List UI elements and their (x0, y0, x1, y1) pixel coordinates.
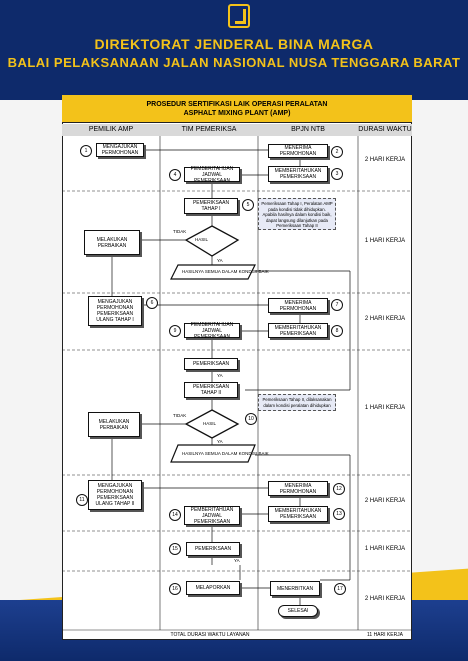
step-number: 12 (333, 483, 345, 495)
step-number: 2 (331, 146, 343, 158)
step-mengajukan-permohonan: MENGAJUKAN PERMOHONAN (96, 143, 144, 157)
step-ulang-tahap-2: MENGAJUKAN PERMOHONAN PEMERIKSAAN ULANG … (88, 480, 142, 510)
step-number: 9 (169, 325, 181, 337)
step-pemeriksaan-3: PEMERIKSAAN (186, 542, 240, 556)
step-number: 16 (169, 583, 181, 595)
step-ulang-tahap-1: MENGAJUKAN PERMOHONAN PEMERIKSAAN ULANG … (88, 296, 142, 326)
step-menerima-permohonan-2: MENERIMA PERMOHONAN (268, 298, 328, 313)
label-ya: YA (234, 558, 240, 563)
duration: 2 HARI KERJA (364, 596, 406, 602)
label-tidak: TIDAK (173, 229, 187, 234)
label-ya: YA (217, 439, 223, 444)
panel-title-line1: PROSEDUR SERTIFIKASI LAIK OPERASI PERALA… (146, 101, 328, 108)
step-menerbitkan: MENERBITKAN (270, 581, 320, 596)
duration: 1 HARI KERJA (364, 238, 406, 244)
result-baik: HASILNYA SEMUA DALAM KONDISI BAIK (182, 269, 269, 274)
step-melakukan-perbaikan-2: MELAKUKAN PERBAIKAN (88, 412, 140, 437)
step-number: 10 (245, 413, 257, 425)
pupr-logo-icon (228, 4, 250, 28)
step-number: 15 (169, 543, 181, 555)
result-baik-2: HASILNYA SEMUA DALAM KONDISI BAIK (182, 451, 269, 456)
note-tahap-1: Pemeriksaan Tahap I, Peralatan AMP pada … (258, 198, 336, 230)
decision-label: HASIL (203, 421, 217, 426)
step-number: 1 (80, 145, 92, 157)
decision-label: HASIL (195, 237, 209, 242)
step-memberitahukan-pemeriksaan-3: MEMBERITAHUKAN PEMERIKSAAN (268, 506, 328, 522)
col-durasi: DURASI WAKTU (358, 124, 412, 136)
step-number: 13 (333, 508, 345, 520)
step-number: 17 (334, 583, 346, 595)
step-melaporkan: MELAPORKAN (186, 581, 240, 595)
duration: 1 HARI KERJA (364, 405, 406, 411)
step-pemeriksaan-tahap-2: PEMERIKSAAN TAHAP II (184, 382, 238, 398)
step-selesai: SELESAI (278, 605, 318, 617)
note-tahap-2: Pemeriksaan Tahap II, dilaksanakan dalam… (258, 394, 336, 411)
step-pemberitahuan-jadwal: PEMBERITAHUAN JADWAL PEMERIKSAAN (184, 166, 240, 184)
step-number: 14 (169, 509, 181, 521)
label-ya: YA (217, 373, 223, 378)
step-number: 6 (146, 297, 158, 309)
step-memberitahukan-pemeriksaan-2: MEMBERITAHUKAN PEMERIKSAAN (268, 323, 328, 338)
step-pemberitahuan-jadwal-2: PEMBERITAHUAN JADWAL PEMERIKSAAN (184, 322, 240, 340)
step-number: 3 (331, 168, 343, 180)
duration: 1 HARI KERJA (364, 546, 406, 552)
step-menerima-permohonan: MENERIMA PERMOHONAN (268, 144, 328, 158)
step-number: 8 (331, 325, 343, 337)
duration: 2 HARI KERJA (364, 157, 406, 163)
total-label: TOTAL DURASI WAKTU LAYANAN (170, 632, 250, 638)
total-value: 11 HARI KERJA (366, 632, 404, 638)
step-number: 7 (331, 299, 343, 311)
header-title: DIREKTORAT JENDERAL BINA MARGA (94, 36, 374, 52)
duration: 2 HARI KERJA (364, 316, 406, 322)
label-ya: YA (217, 258, 223, 263)
label-tidak: TIDAK (173, 413, 187, 418)
header-background (0, 0, 468, 100)
step-number: 4 (169, 169, 181, 181)
step-pemeriksaan: PEMERIKSAAN (184, 358, 238, 370)
header-subtitle: BALAI PELAKSANAAN JALAN NASIONAL NUSA TE… (7, 55, 461, 70)
duration: 2 HARI KERJA (364, 498, 406, 504)
step-pemberitahuan-jadwal-3: PEMBERITAHUAN JADWAL PEMERIKSAAN (184, 506, 240, 525)
step-melakukan-perbaikan: MELAKUKAN PERBAIKAN (84, 230, 140, 255)
step-menerima-permohonan-3: MENERIMA PERMOHONAN (268, 481, 328, 496)
panel-title-line2: ASPHALT MIXING PLANT (AMP) (183, 110, 291, 117)
panel-title: PROSEDUR SERTIFIKASI LAIK OPERASI PERALA… (62, 95, 412, 123)
step-pemeriksaan-tahap-1: PEMERIKSAAN TAHAP I (184, 198, 238, 214)
step-number: 11 (76, 494, 88, 506)
step-number: 5 (242, 199, 254, 211)
step-memberitahukan-pemeriksaan: MEMBERITAHUKAN PEMERIKSAAN (268, 166, 328, 182)
